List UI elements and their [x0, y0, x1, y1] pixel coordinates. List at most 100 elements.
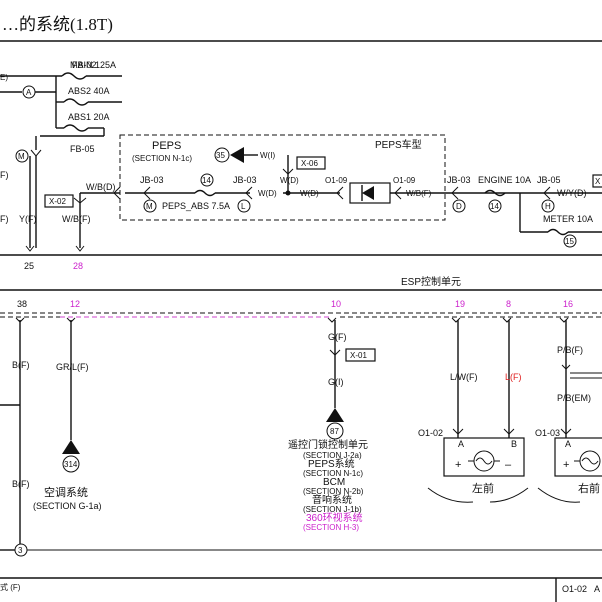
wire-bf2: B(F): [12, 479, 30, 489]
bus-16: 16: [563, 299, 573, 309]
connector-chevron-peps-r: [245, 186, 253, 200]
connector-chevron-wbd: [113, 186, 121, 200]
module-peps: PEPS系统: [308, 457, 355, 470]
node-m-label: M: [18, 152, 25, 161]
peps-jb03a: JB-03: [140, 175, 164, 185]
peps-title: PEPS: [152, 140, 181, 152]
connector-chevron-x01: [329, 349, 341, 356]
node-14-label: 14: [490, 202, 499, 211]
node-m-circle: [15, 149, 29, 163]
bus-12: 12: [70, 299, 80, 309]
node-l-label: L: [241, 202, 246, 211]
left-e-label: E): [0, 73, 8, 82]
x02-label: X-02: [49, 197, 66, 206]
node-h-circle: [541, 199, 555, 213]
connector-35-triangle: [230, 147, 244, 163]
node-d-circle: [452, 199, 466, 213]
conn-o102: O1-02: [418, 428, 443, 438]
peps-o109b: O1-09: [393, 176, 416, 185]
peps-wbf: W/B(F): [406, 189, 432, 198]
connector-chevron-pb: [561, 364, 571, 370]
node-a-label: A: [26, 88, 32, 97]
connector-chevrons-esp: [15, 317, 569, 323]
fuse-abs2-icon: [63, 98, 89, 106]
wire-gf: G(F): [328, 332, 347, 342]
sensor-fr-wave-icon: [581, 457, 599, 465]
connector-chevrons-fl: [452, 428, 515, 435]
node-87-label: 87: [330, 427, 339, 436]
connector-chevrons-top: [25, 245, 85, 252]
sensor-fr-label: 右前: [578, 481, 600, 495]
module-rke-section: (SECTION J-2a): [303, 451, 362, 460]
x01-box: [345, 348, 376, 362]
footer-page-trunc: A: [594, 584, 600, 594]
node-h-label: H: [545, 202, 551, 211]
peps-wd1: W(D): [258, 189, 277, 198]
abs2-label: ABS2 40A: [68, 86, 110, 96]
connector-chevron-x06: [282, 168, 294, 175]
pin-a2: A: [565, 439, 571, 449]
pin-a1: A: [458, 439, 464, 449]
footer-page-code: O1-02: [562, 584, 587, 594]
sensor-fl-plus: +: [455, 459, 461, 471]
node-35-label: 35: [216, 151, 225, 160]
peps-wd-top: W(D): [280, 176, 299, 185]
sensor-fl-label: 左前: [472, 481, 494, 495]
engine-fuse-label: ENGINE 10A: [478, 175, 531, 185]
conn-o103: O1-03: [535, 428, 560, 438]
bus-38: 38: [17, 299, 27, 309]
node-14-circle: [488, 199, 502, 213]
peps-fuse-label: PEPS_ABS 7.5A: [162, 201, 230, 211]
pin-b1: B: [511, 439, 517, 449]
node-314-label: 314: [64, 460, 78, 469]
engine-wyd: W/Y(D): [557, 188, 587, 198]
left-yf: Y(F): [19, 214, 37, 224]
node-d-label: D: [456, 202, 462, 211]
wire-pbf: P/B(F): [557, 345, 583, 355]
peps-car-label: PEPS车型: [375, 138, 422, 151]
wire-lf: L(F): [505, 372, 522, 382]
x06-box: [296, 156, 326, 170]
peps-jb03b: JB-03: [233, 175, 257, 185]
module-bcm-section: (SECTION N-2b): [303, 487, 364, 496]
left-f-top: F): [0, 170, 9, 180]
wire-pbem: P/B(EM): [557, 393, 591, 403]
diode-icon: [362, 186, 374, 200]
module-360-section: (SECTION H-3): [303, 523, 359, 532]
fuse-main-icon: [61, 72, 87, 80]
connector-chevron-m: [30, 149, 42, 157]
fb05-label: FB-05: [70, 144, 95, 154]
bus-19: 19: [455, 299, 465, 309]
left-wbf: W/B(F): [62, 214, 91, 224]
module-bcm: BCM: [323, 477, 345, 488]
connector-chevron-jb03: [451, 186, 459, 200]
connector-chevron-o109b: [394, 186, 402, 200]
wire-lwf: L/W(F): [450, 372, 478, 382]
peps-wi: W(I): [260, 151, 275, 160]
node-15-circle: [563, 234, 577, 248]
module-peps-section: (SECTION N-1c): [303, 469, 363, 478]
module-audio: 音响系统: [312, 493, 352, 506]
x01-label: X-01: [350, 351, 367, 360]
meter-label: METER 10A: [543, 214, 593, 224]
module-ac: 空调系统: [44, 485, 88, 499]
abs1-label: ABS1 20A: [68, 112, 110, 122]
node-14a-circle: [200, 173, 214, 187]
connector-chevron-fr: [560, 428, 572, 435]
peps-wd2: W(D): [300, 189, 319, 198]
fuse-engine-icon: [484, 189, 506, 197]
sensor-fr-bracket: [537, 487, 581, 503]
node-15-label: 15: [565, 237, 574, 246]
node-m2-label: M: [146, 202, 153, 211]
sensor-fl-bracket: [427, 487, 529, 503]
engine-jb03: JB-03: [447, 175, 471, 185]
peps-dashed-box: [119, 134, 446, 221]
sensor-fr-plus: +: [563, 459, 569, 471]
main125-label: MAIN 125A: [70, 60, 116, 70]
connector-chevron-o109a: [336, 186, 344, 200]
bus-10: 10: [331, 299, 341, 309]
module-rke: 遥控门锁控制单元: [288, 438, 368, 451]
node-3-label: 3: [18, 546, 23, 555]
sensor-fl-wave-icon: [475, 457, 493, 465]
fuse-meter-icon: [547, 228, 569, 236]
